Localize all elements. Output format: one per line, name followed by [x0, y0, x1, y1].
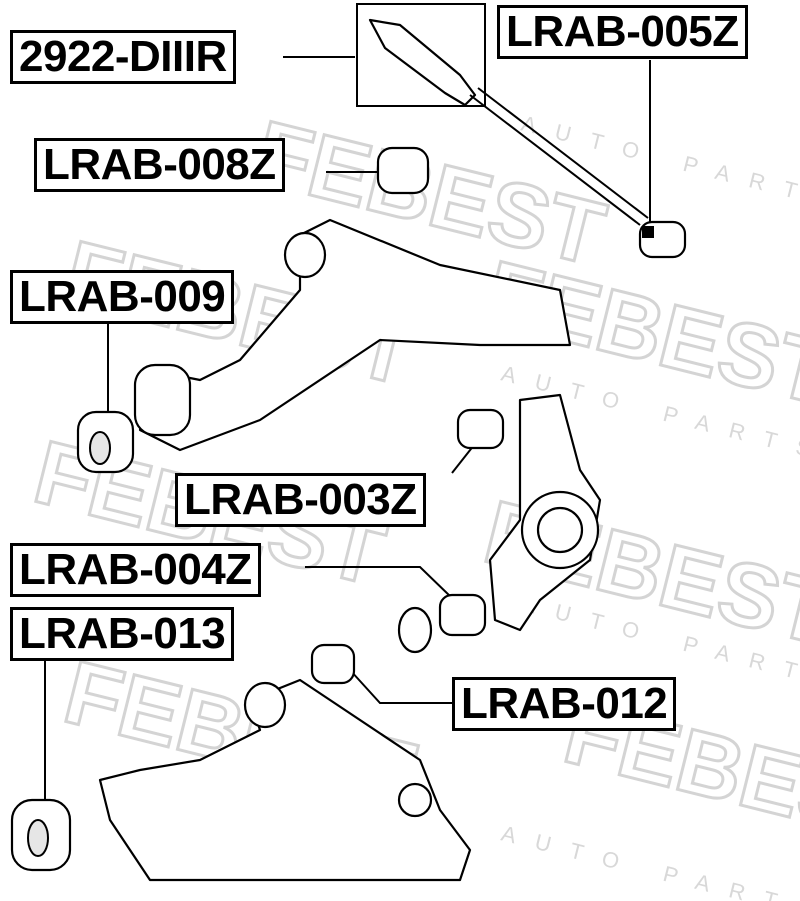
- label-lrab-012: LRAB-012: [452, 677, 677, 731]
- leader-lines: [44, 3, 651, 800]
- tie-rod-drawing: [368, 18, 687, 259]
- label-lrab-003z: LRAB-003Z: [175, 473, 426, 527]
- label-lrab-008z: LRAB-008Z: [34, 138, 285, 192]
- label-lrab-005z: LRAB-005Z: [497, 5, 748, 59]
- svg-text:AUTO PARTS: AUTO PARTS: [499, 821, 800, 901]
- upper-arm-drawing: [76, 146, 572, 474]
- knuckle-drawing: [397, 393, 602, 654]
- label-lrab-009: LRAB-009: [10, 270, 235, 324]
- label-2922-diiir: 2922-DIIIR: [10, 30, 236, 84]
- lower-arm-drawing: [10, 643, 472, 882]
- label-lrab-013: LRAB-013: [10, 607, 235, 661]
- label-lrab-004z: LRAB-004Z: [10, 543, 261, 597]
